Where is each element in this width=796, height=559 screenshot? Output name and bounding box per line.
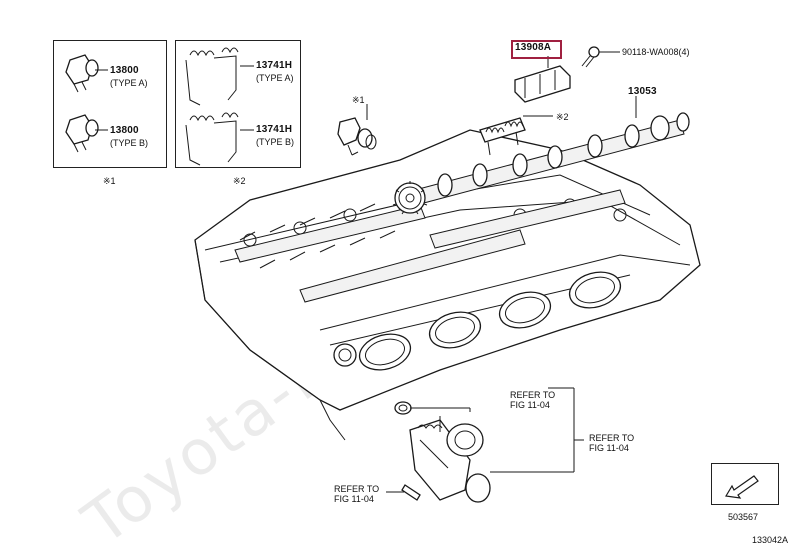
label-13800-a: 13800 bbox=[110, 65, 139, 76]
refer-bottom-line1: REFER TO bbox=[334, 484, 380, 494]
refer-right-line1: REFER TO bbox=[589, 433, 635, 443]
label-13053[interactable]: 13053 bbox=[628, 86, 657, 97]
refer-mid-line1: REFER TO bbox=[510, 390, 556, 400]
front-arrow-icon bbox=[725, 475, 759, 499]
inset-box1-drawings bbox=[65, 54, 108, 153]
part-13908a-illustration bbox=[514, 65, 571, 103]
rocker-arm-callout1-illustration bbox=[337, 117, 377, 156]
inset-box2-drawings bbox=[185, 47, 254, 166]
leader-lines bbox=[366, 51, 637, 493]
inset-box1-ref-mark: ※1 bbox=[103, 176, 116, 186]
label-13741h-b-type: (TYPE B) bbox=[256, 137, 295, 147]
highlight-13908a bbox=[511, 40, 562, 59]
inset-box2-ref-mark: ※2 bbox=[233, 176, 246, 186]
label-90118[interactable]: 90118-WA008(4) bbox=[622, 47, 690, 57]
refer-bottom-line2[interactable]: FIG 11-04 bbox=[334, 494, 374, 504]
oil-control-valve-illustration bbox=[394, 401, 491, 503]
label-13800-b: 13800 bbox=[110, 125, 139, 136]
nav-code: 503567 bbox=[728, 512, 759, 522]
cylinder-head-illustration bbox=[194, 129, 701, 441]
refer-right-line2[interactable]: FIG 11-04 bbox=[589, 443, 629, 453]
front-direction-nav-box[interactable] bbox=[711, 463, 779, 505]
inset-box-13741h bbox=[175, 40, 301, 168]
label-13741h-b: 13741H bbox=[256, 124, 293, 135]
refer-mid-line2[interactable]: FIG 11-04 bbox=[510, 400, 550, 410]
label-13800-b-type: (TYPE B) bbox=[110, 138, 149, 148]
label-13741h-a-type: (TYPE A) bbox=[256, 73, 294, 83]
inset-box-13800 bbox=[53, 40, 167, 168]
label-13741h-a: 13741H bbox=[256, 60, 293, 71]
bolt-90118-illustration bbox=[581, 46, 600, 68]
camshaft-illustration bbox=[392, 112, 690, 215]
callout-2-mark: ※2 bbox=[556, 112, 569, 122]
label-13800-a-type: (TYPE A) bbox=[110, 78, 148, 88]
figure-code: 133042A bbox=[752, 535, 789, 545]
callout-1-mark: ※1 bbox=[352, 95, 365, 105]
label-13908a[interactable]: 13908A bbox=[515, 42, 552, 53]
rocker-spring-callout2-illustration bbox=[479, 117, 526, 156]
